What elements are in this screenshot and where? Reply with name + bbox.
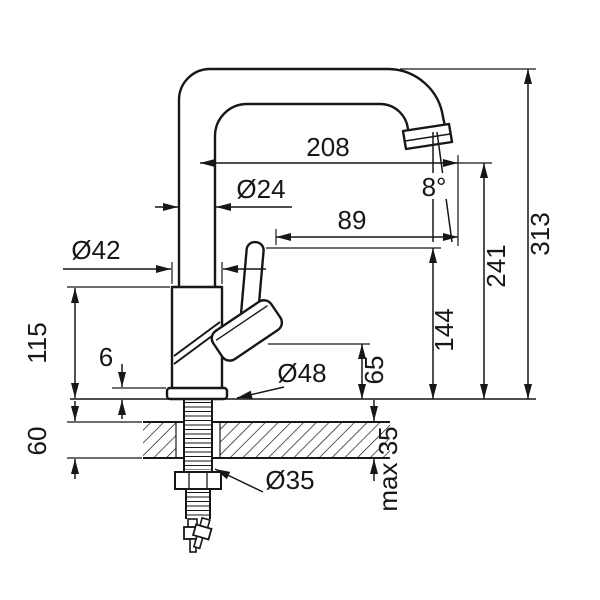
dim-label-under-counter-length: 60 <box>22 427 52 456</box>
dim-label-spout-angle: 8° <box>422 172 447 202</box>
body-joint-line-1 <box>173 321 221 357</box>
dim-label-max-counter-thickness: max 35 <box>373 426 403 511</box>
dimension-body-clearance <box>268 343 370 399</box>
dim-label-spout-diameter: Ø24 <box>236 174 285 204</box>
aerator-detail-line <box>404 133 451 142</box>
hose-fitting-right <box>191 516 213 550</box>
dim-label-base-plate-height: 6 <box>99 342 113 372</box>
dimension-under-counter-length <box>67 401 142 479</box>
dim-label-spout-reach: 208 <box>306 132 349 162</box>
dimension-shank-diameter <box>214 468 264 493</box>
countertop-section <box>143 421 390 459</box>
dimension-base-plate-height <box>112 364 166 419</box>
threaded-shank <box>183 399 213 472</box>
dimension-base-diameter <box>236 386 285 399</box>
spout-outer-contour <box>177 67 448 289</box>
dim-label-body-height: 115 <box>22 322 52 363</box>
dim-label-handle-height: 144 <box>429 308 459 351</box>
dimension-body-height <box>67 286 170 398</box>
aerator-outlet <box>401 122 454 151</box>
angle-label-backing <box>418 173 452 199</box>
handle-joint-detail-line <box>215 305 268 341</box>
dim-label-base-diameter: Ø48 <box>277 358 326 388</box>
dim-label-total-height: 313 <box>525 212 555 255</box>
supply-hoses <box>185 489 211 519</box>
dim-label-body-clearance: 65 <box>359 356 389 385</box>
dimension-body-diameter <box>63 262 266 284</box>
handle-joint <box>210 299 284 362</box>
dim-label-shank-diameter: Ø35 <box>265 465 314 495</box>
dimension-handle-reach <box>275 229 458 245</box>
spout-inner-contour <box>213 102 411 289</box>
dim-label-spout-height: 241 <box>481 244 511 287</box>
dim-label-body-diameter: Ø42 <box>71 235 120 265</box>
dim-label-handle-reach: 89 <box>338 205 367 235</box>
mounting-nut <box>174 471 222 490</box>
dimension-total-height <box>400 68 536 399</box>
dimension-handle-height <box>266 247 441 399</box>
base-flange <box>165 386 229 401</box>
